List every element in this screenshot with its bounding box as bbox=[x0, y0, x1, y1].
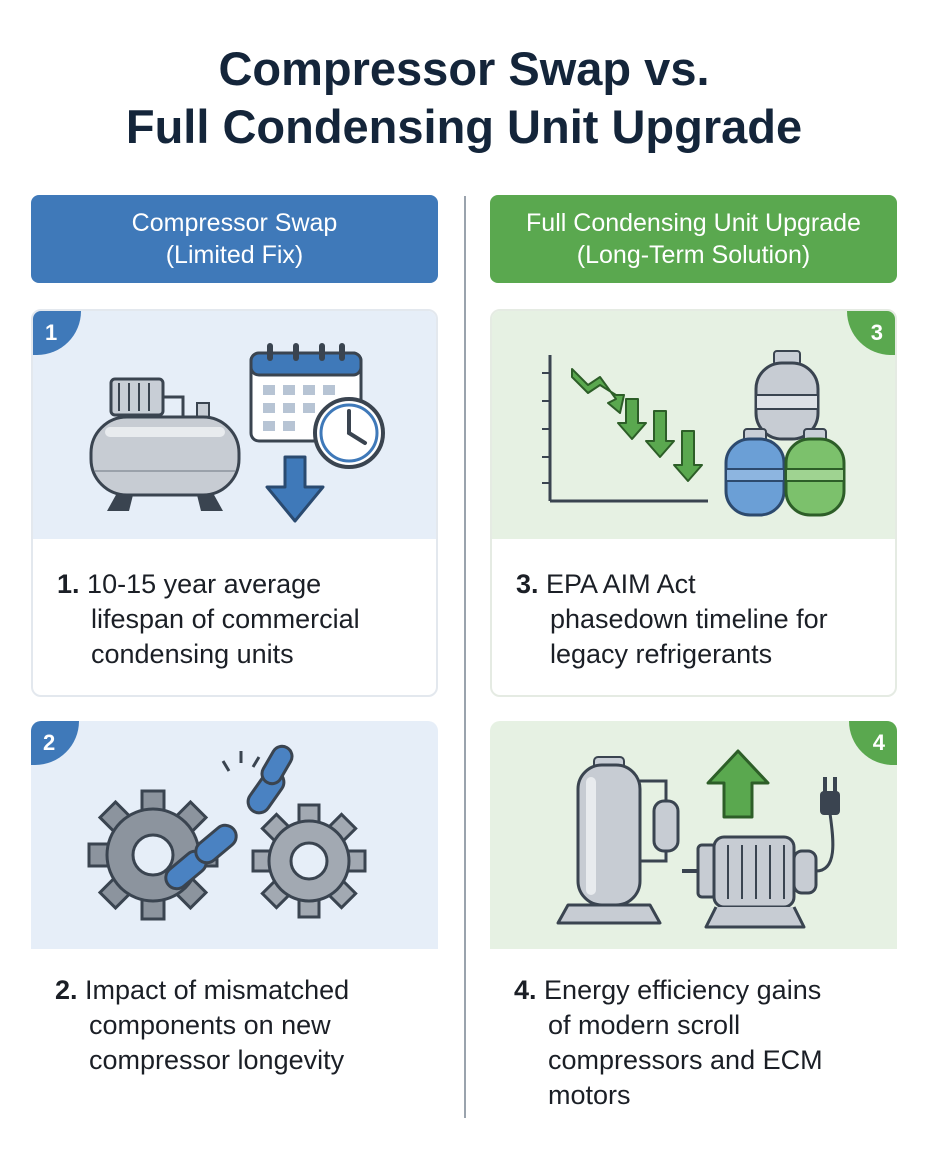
card-text-line: 4. Energy efficiency gains bbox=[514, 975, 822, 1005]
card-lifespan: 1 1. 10-15 year average lifespan of comm… bbox=[31, 309, 438, 697]
card-text-line: compressors and ECM bbox=[548, 1045, 823, 1075]
card-number: 4. bbox=[514, 975, 537, 1005]
motor-icon bbox=[682, 835, 818, 929]
card-number: 2. bbox=[55, 975, 78, 1005]
card-text: 1. 10-15 year average lifespan of commer… bbox=[57, 567, 420, 672]
card-text-line: 2. Impact of mismatched bbox=[55, 975, 350, 1005]
header-line-2: (Limited Fix) bbox=[165, 241, 304, 269]
broken-chain-icon bbox=[164, 744, 294, 891]
card-text-line: condensing units bbox=[91, 639, 294, 669]
page-title: Compressor Swap vs. Full Condensing Unit… bbox=[0, 40, 928, 156]
card-text-line: phasedown timeline for bbox=[550, 604, 828, 634]
header-line-2: (Long-Term Solution) bbox=[576, 241, 811, 269]
card-illustration bbox=[31, 721, 438, 949]
declining-chart-icon bbox=[542, 355, 708, 503]
compressor-swap-header: Compressor Swap (Limited Fix) bbox=[31, 195, 438, 283]
card-text-line: of modern scroll bbox=[548, 1010, 741, 1040]
card-mismatched-components: 2 2. Impact of mismatched components on … bbox=[31, 721, 438, 1121]
card-text: 2. Impact of mismatched components on ne… bbox=[55, 973, 422, 1078]
card-text-line: motors bbox=[548, 1080, 631, 1110]
card-epa-phasedown: 3 3. EPA AIM Act phasedown timeline for … bbox=[490, 309, 897, 697]
clock-icon bbox=[313, 397, 385, 469]
card-text-line: compressor longevity bbox=[89, 1045, 345, 1075]
card-text-line: legacy refrigerants bbox=[550, 639, 773, 669]
title-line-1: Compressor Swap vs. bbox=[218, 42, 710, 95]
title-line-2: Full Condensing Unit Upgrade bbox=[125, 100, 803, 153]
scroll-compressor-icon bbox=[556, 756, 680, 925]
card-text-line: 3. EPA AIM Act bbox=[516, 569, 696, 599]
down-arrow-icon bbox=[265, 455, 325, 523]
card-energy-efficiency: 4 4. Energy efficiency gains of modern s… bbox=[490, 721, 897, 1121]
card-number: 3. bbox=[516, 569, 539, 599]
column-divider bbox=[464, 196, 466, 1118]
card-text-line: components on new bbox=[89, 1010, 331, 1040]
header-line-1: Full Condensing Unit Upgrade bbox=[526, 209, 861, 237]
card-number: 1. bbox=[57, 569, 80, 599]
card-text: 4. Energy efficiency gains of modern scr… bbox=[514, 973, 881, 1113]
refrigerant-cylinder-icon bbox=[784, 428, 846, 517]
refrigerant-cylinder-icon bbox=[754, 350, 820, 441]
full-upgrade-header: Full Condensing Unit Upgrade (Long-Term … bbox=[490, 195, 897, 283]
header-line-1: Compressor Swap bbox=[131, 209, 338, 237]
gear-icon bbox=[251, 803, 367, 919]
card-illustration bbox=[492, 311, 895, 539]
card-illustration bbox=[490, 721, 897, 949]
card-number-badge: 2 bbox=[31, 721, 79, 765]
air-compressor-tank-icon bbox=[89, 377, 241, 511]
refrigerant-cylinder-icon bbox=[724, 428, 786, 517]
card-text: 3. EPA AIM Act phasedown timeline for le… bbox=[516, 567, 879, 672]
power-plug-icon bbox=[815, 777, 840, 873]
card-text-line: lifespan of commercial bbox=[91, 604, 360, 634]
card-illustration bbox=[33, 311, 436, 539]
card-text-line: 1. 10-15 year average bbox=[57, 569, 322, 599]
up-arrow-icon bbox=[706, 749, 770, 819]
